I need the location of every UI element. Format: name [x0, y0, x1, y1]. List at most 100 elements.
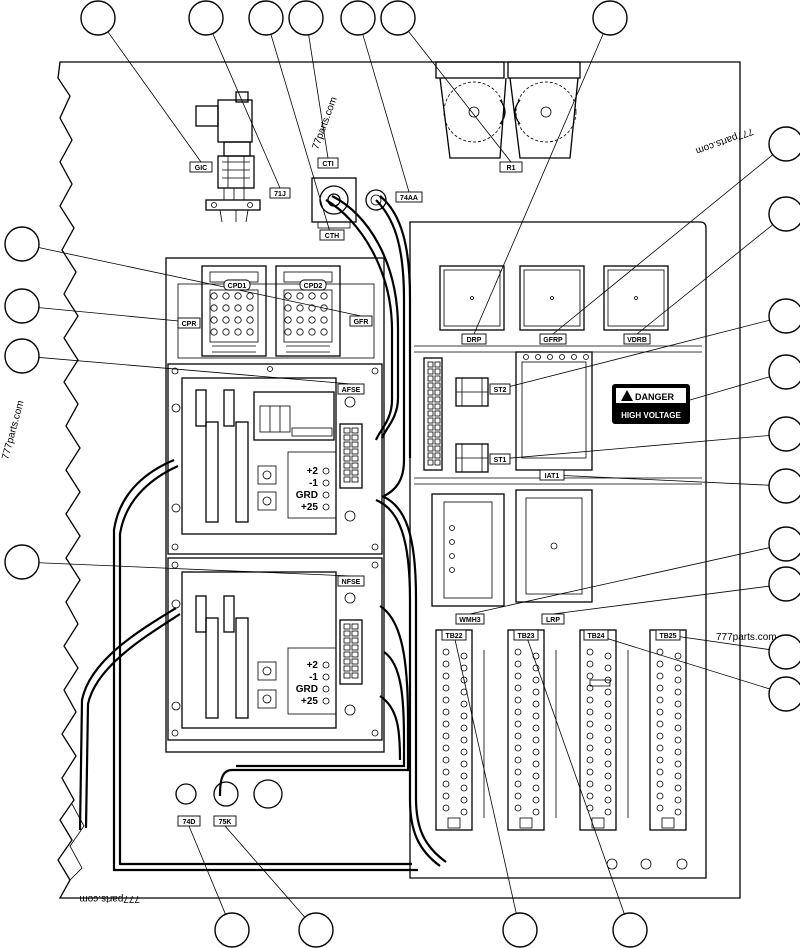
relay-contact-dot: [246, 304, 254, 312]
terminal-cell: [343, 637, 351, 644]
terminal-screw: [586, 684, 594, 692]
svg-text:TB22: TB22: [445, 633, 462, 640]
leader-line: [552, 154, 774, 335]
terminal-screw: [604, 652, 612, 660]
terminal-label: -1: [309, 478, 318, 489]
terminal-screw: [460, 784, 468, 792]
meter-drp: [439, 265, 505, 331]
callout-bubble: [768, 354, 800, 390]
terminal-cell: [351, 441, 359, 448]
svg-text:IAT1: IAT1: [545, 473, 560, 480]
terminal-screw: [586, 708, 594, 716]
relay-contact-dot: [296, 304, 304, 312]
terminal-cell: [351, 476, 359, 483]
terminal-screw: [460, 724, 468, 732]
callout-leaders: [38, 31, 774, 918]
callout-bubble: [4, 226, 40, 262]
svg-text:CPD2: CPD2: [304, 283, 323, 290]
terminal-screw: [460, 772, 468, 780]
terminal-screw: [532, 724, 540, 732]
svg-text:CTI: CTI: [322, 161, 333, 168]
danger-sign-title: DANGER: [635, 392, 675, 402]
terminal-cell: [343, 434, 351, 441]
leader-line: [212, 33, 281, 189]
terminal-screw: [586, 720, 594, 728]
terminal-screw: [532, 700, 540, 708]
relay-contact-dot: [296, 328, 304, 336]
strip-cell: [427, 431, 434, 438]
terminal-screw: [532, 760, 540, 768]
terminal-screw: [604, 736, 612, 744]
svg-text:DRP: DRP: [467, 337, 482, 344]
svg-text:WMH3: WMH3: [459, 617, 480, 624]
strip-cell: [427, 382, 434, 389]
terminal-screw: [674, 676, 682, 684]
terminal-blocks-left: [343, 427, 359, 679]
svg-text:AFSE: AFSE: [342, 387, 361, 394]
leader-line: [551, 474, 770, 486]
leader-line: [689, 376, 770, 401]
terminal-labels-lower: +2 -1 GRD +25: [296, 660, 330, 707]
leader-line: [499, 319, 770, 390]
tag-cpd2: CPD2: [299, 279, 327, 291]
terminal-screw: [674, 736, 682, 744]
terminal-screw: [656, 804, 664, 812]
bottom-holes: [175, 779, 688, 870]
terminal-label: +2: [307, 660, 319, 671]
strip-cell: [427, 438, 434, 445]
callout-bubble: [298, 912, 334, 948]
leader-line: [552, 585, 770, 615]
terminal-screw: [656, 660, 664, 668]
terminal-screw: [674, 700, 682, 708]
callout-bubble: [80, 0, 116, 36]
terminal-screw: [586, 792, 594, 800]
leader-line: [224, 825, 306, 918]
terminal-screw: [460, 700, 468, 708]
leader-line: [188, 825, 226, 915]
terminal-screw: [674, 748, 682, 756]
callout-bubble: [612, 912, 648, 948]
terminal-screw: [514, 768, 522, 776]
tag-tb25: TB25: [655, 629, 681, 641]
terminal-screw: [514, 780, 522, 788]
tag-tb24: TB24: [583, 629, 609, 641]
svg-text:VDRB: VDRB: [627, 337, 647, 344]
terminal-screw: [442, 672, 450, 680]
callout-bubble: [592, 0, 628, 36]
relay-contact-dot: [210, 304, 218, 312]
terminal-label: -1: [309, 672, 318, 683]
tag-r1: R1: [499, 161, 523, 173]
relay-contact-dot: [234, 292, 242, 300]
panel-outline: [57, 61, 741, 899]
terminal-screw: [674, 688, 682, 696]
strip-cell: [427, 396, 434, 403]
terminal-cell: [343, 448, 351, 455]
leader-line: [38, 562, 352, 577]
terminal-screw: [514, 648, 522, 656]
terminal-end-cap: [661, 817, 675, 829]
callout-bubble: [4, 338, 40, 374]
leader-line: [38, 307, 190, 323]
strip-cell: [427, 375, 434, 382]
strip-cell: [434, 417, 441, 424]
relay-contact-dot: [234, 304, 242, 312]
leader-line: [667, 634, 770, 650]
svg-text:GFRP: GFRP: [543, 337, 563, 344]
watermark: 777parts.com: [716, 632, 777, 643]
meter-vdrb: [603, 265, 669, 331]
relay-contact-dot: [308, 328, 316, 336]
terminal-screw: [656, 732, 664, 740]
svg-text:GFR: GFR: [354, 319, 369, 326]
terminal-screw: [442, 708, 450, 716]
leader-line: [525, 634, 625, 915]
terminal-screw: [656, 672, 664, 680]
terminal-cell: [351, 630, 359, 637]
terminal-cell: [343, 462, 351, 469]
svg-text:CTH: CTH: [325, 233, 339, 240]
tag-drp: DRP: [461, 333, 487, 345]
callout-bubble: [768, 416, 800, 452]
terminal-screw: [604, 796, 612, 804]
terminal-screw: [514, 732, 522, 740]
terminal-label: +25: [301, 502, 318, 513]
terminal-screw: [656, 720, 664, 728]
